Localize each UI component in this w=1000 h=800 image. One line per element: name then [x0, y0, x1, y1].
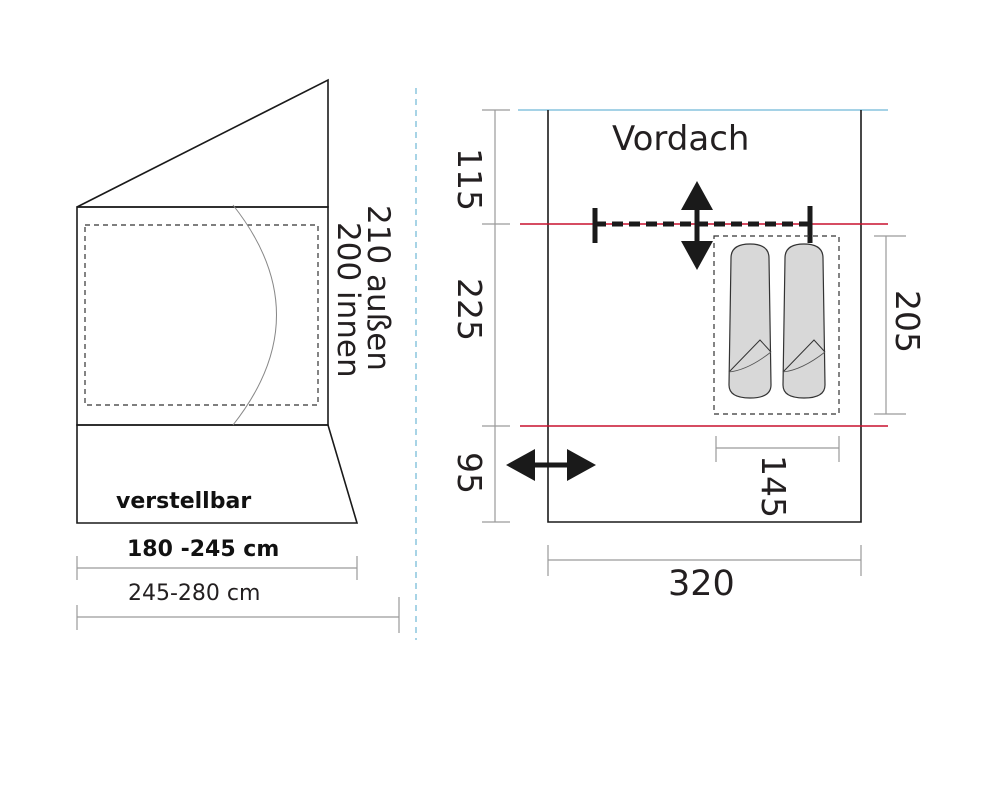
pole	[592, 206, 813, 243]
depth-middle-label: 225	[450, 278, 489, 341]
side-door-arc	[232, 204, 277, 426]
side-wall	[76, 206, 329, 426]
inner-width-label: 180 -245 cm	[127, 537, 279, 562]
vertical-adjust-arrow-icon	[681, 181, 713, 270]
total-width-label: 320	[668, 564, 735, 604]
sleeping-bag-right-icon	[782, 243, 826, 399]
floor-plan: Vordach 115 225 95	[450, 109, 927, 604]
height-inner-label: 200 innen	[330, 222, 366, 378]
floor-outline	[547, 110, 862, 523]
outer-width-label: 245-280 cm	[128, 581, 260, 606]
side-window	[84, 224, 319, 406]
depth-front-label: 115	[450, 148, 489, 211]
depth-rear-label: 95	[450, 452, 489, 494]
side-roof	[76, 78, 329, 208]
cabin-width-label: 145	[754, 455, 793, 518]
sleeping-cabin	[713, 235, 840, 415]
side-base	[76, 424, 359, 524]
horizontal-adjust-arrow-icon	[506, 449, 596, 481]
adjustable-label: verstellbar	[116, 489, 251, 514]
sleeping-bag-left-icon	[728, 243, 772, 399]
cabin-length-label: 205	[888, 290, 927, 353]
side-view: 210 außen 200 innen verstellbar 180 -245…	[76, 78, 417, 640]
height-outer-label: 210 außen	[360, 205, 396, 371]
canopy-label: Vordach	[612, 119, 749, 159]
